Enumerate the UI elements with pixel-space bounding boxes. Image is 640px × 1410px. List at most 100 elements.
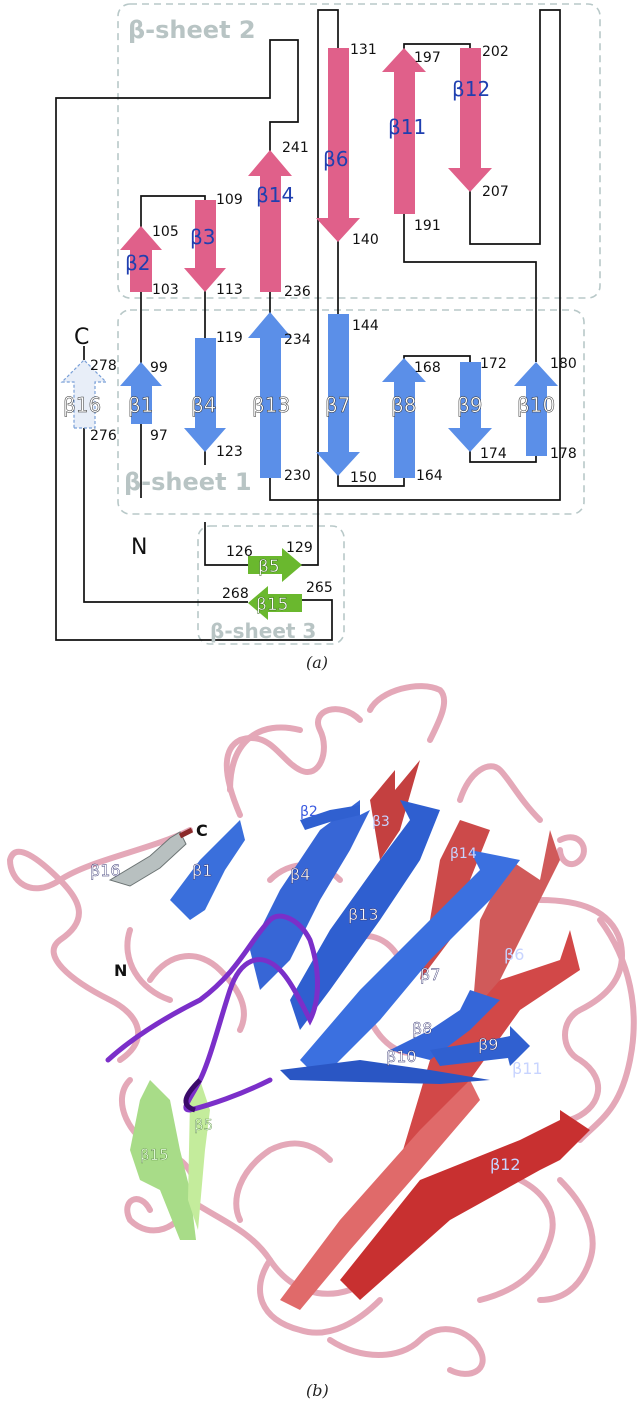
strand-b2-arrow — [120, 226, 162, 292]
residue-180: 180 — [550, 356, 577, 372]
residue-140: 140 — [352, 232, 379, 248]
residue-191: 191 — [414, 218, 441, 234]
ribbon-b7 — [300, 850, 520, 1080]
sheet2-box — [117, 3, 601, 299]
b2-label: β2 — [125, 251, 151, 275]
strand-b15-arrow — [248, 586, 302, 620]
ribbon-b2 — [300, 805, 360, 830]
b15-label: β15 — [256, 595, 288, 615]
connecting-loops — [55, 9, 561, 641]
residue-99: 99 — [150, 360, 168, 376]
b8-label: β8 — [391, 393, 417, 417]
ribbon-b14-label: β14 — [450, 846, 477, 862]
residue-202: 202 — [482, 44, 509, 60]
b6-label: β6 — [323, 147, 349, 171]
strand-b3-arrow — [184, 200, 226, 292]
ribbon-b10-label: β10 — [386, 1047, 417, 1066]
ribbon-structure: β1 β2 β3 β4 β13 β14 β7 β6 β8 β9 β10 β11 … — [7, 683, 637, 1400]
b5-label: β5 — [258, 557, 280, 577]
ribbon-c-terminus: C — [196, 821, 208, 840]
sheet1-label: β-sheet 1 — [124, 468, 252, 496]
ribbon-b11-label: β11 — [512, 1059, 543, 1078]
panel-a-caption: (a) — [306, 653, 328, 672]
strand-b8-arrow — [382, 358, 426, 478]
b1-label: β1 — [128, 393, 154, 417]
ribbon-n-terminus: N — [114, 961, 127, 980]
ribbon-b6-label: β6 — [504, 945, 524, 964]
ribbon-b12-label: β12 — [490, 1155, 521, 1174]
sheet3-label: β-sheet 3 — [210, 619, 316, 643]
sheet2-strands — [120, 48, 492, 292]
residue-123: 123 — [216, 444, 243, 460]
topology-diagram: β-sheet 2 β-sheet 1 β-sheet 3 N C β2 β3 … — [55, 3, 601, 672]
residue-234: 234 — [284, 332, 311, 348]
residue-105: 105 — [152, 224, 179, 240]
ribbon-b15 — [130, 1080, 196, 1240]
ribbon-b15-label: β15 — [140, 1146, 169, 1164]
ribbon-b9-label: β9 — [478, 1035, 498, 1054]
b10-label: β10 — [517, 393, 555, 417]
strand-b13-arrow — [248, 312, 292, 478]
strand-b10-arrow — [514, 362, 558, 456]
sheet3-box — [197, 525, 345, 645]
residue-172: 172 — [480, 356, 507, 372]
residue-119: 119 — [216, 330, 243, 346]
ribbon-b16 — [108, 831, 187, 887]
residue-268: 268 — [222, 586, 249, 602]
ribbon-b2-label: β2 — [300, 804, 318, 820]
residue-113: 113 — [216, 282, 243, 298]
strand-b5-arrow — [248, 548, 302, 582]
strand-b7-arrow — [316, 314, 360, 476]
residue-144: 144 — [352, 318, 379, 334]
ribbon-b4 — [250, 800, 370, 990]
b4-label: β4 — [191, 393, 217, 417]
b9-label: β9 — [457, 393, 483, 417]
residue-178: 178 — [550, 446, 577, 462]
residue-230: 230 — [284, 468, 311, 484]
ribbon-b3 — [370, 760, 420, 860]
residue-150: 150 — [350, 470, 377, 486]
residue-126: 126 — [226, 544, 253, 560]
residue-207: 207 — [482, 184, 509, 200]
b14-label: β14 — [256, 183, 294, 207]
n-terminus-label: N — [131, 535, 147, 560]
residue-174: 174 — [480, 446, 507, 462]
b11-label: β11 — [388, 115, 426, 139]
c-terminus-label: C — [74, 325, 89, 350]
highlighted-loop-segment — [183, 1078, 202, 1113]
ribbon-b13 — [290, 800, 440, 1030]
ribbon-b3-label: β3 — [372, 814, 390, 830]
b12-label: β12 — [452, 77, 490, 101]
ribbon-b5-label: β5 — [194, 1116, 213, 1134]
residue-168: 168 — [414, 360, 441, 376]
ribbon-b13-label: β13 — [348, 905, 379, 924]
sheet1-box — [117, 309, 585, 515]
ribbon-b4-label: β4 — [290, 865, 310, 884]
strand-b1-arrow — [120, 362, 162, 424]
ribbon-b1-label: β1 — [192, 861, 212, 880]
coil-backbone — [7, 683, 637, 1377]
ribbon-b1 — [170, 820, 245, 920]
strand-b14-arrow — [248, 150, 292, 292]
residue-129: 129 — [286, 540, 313, 556]
ribbon-b7-label: β7 — [420, 965, 440, 984]
ribbon-b12-shade — [280, 1080, 480, 1310]
b16-label: β16 — [63, 393, 101, 417]
ribbon-b8-label: β8 — [412, 1019, 432, 1038]
b7-label: β7 — [325, 393, 351, 417]
ribbon-b9 — [430, 1026, 530, 1066]
panel-b-caption: (b) — [306, 1381, 329, 1400]
blue-sheet — [170, 800, 530, 1084]
residue-276: 276 — [90, 428, 117, 444]
b3-label: β3 — [190, 225, 216, 249]
residue-164: 164 — [416, 468, 443, 484]
residue-131: 131 — [350, 42, 377, 58]
residue-278: 278 — [90, 358, 117, 374]
strand-b11-arrow — [382, 48, 426, 214]
ribbon-b6 — [470, 830, 560, 1040]
residue-197: 197 — [414, 50, 441, 66]
residue-103: 103 — [152, 282, 179, 298]
residue-236: 236 — [284, 284, 311, 300]
strand-b12-arrow — [448, 48, 492, 192]
residue-109: 109 — [216, 192, 243, 208]
